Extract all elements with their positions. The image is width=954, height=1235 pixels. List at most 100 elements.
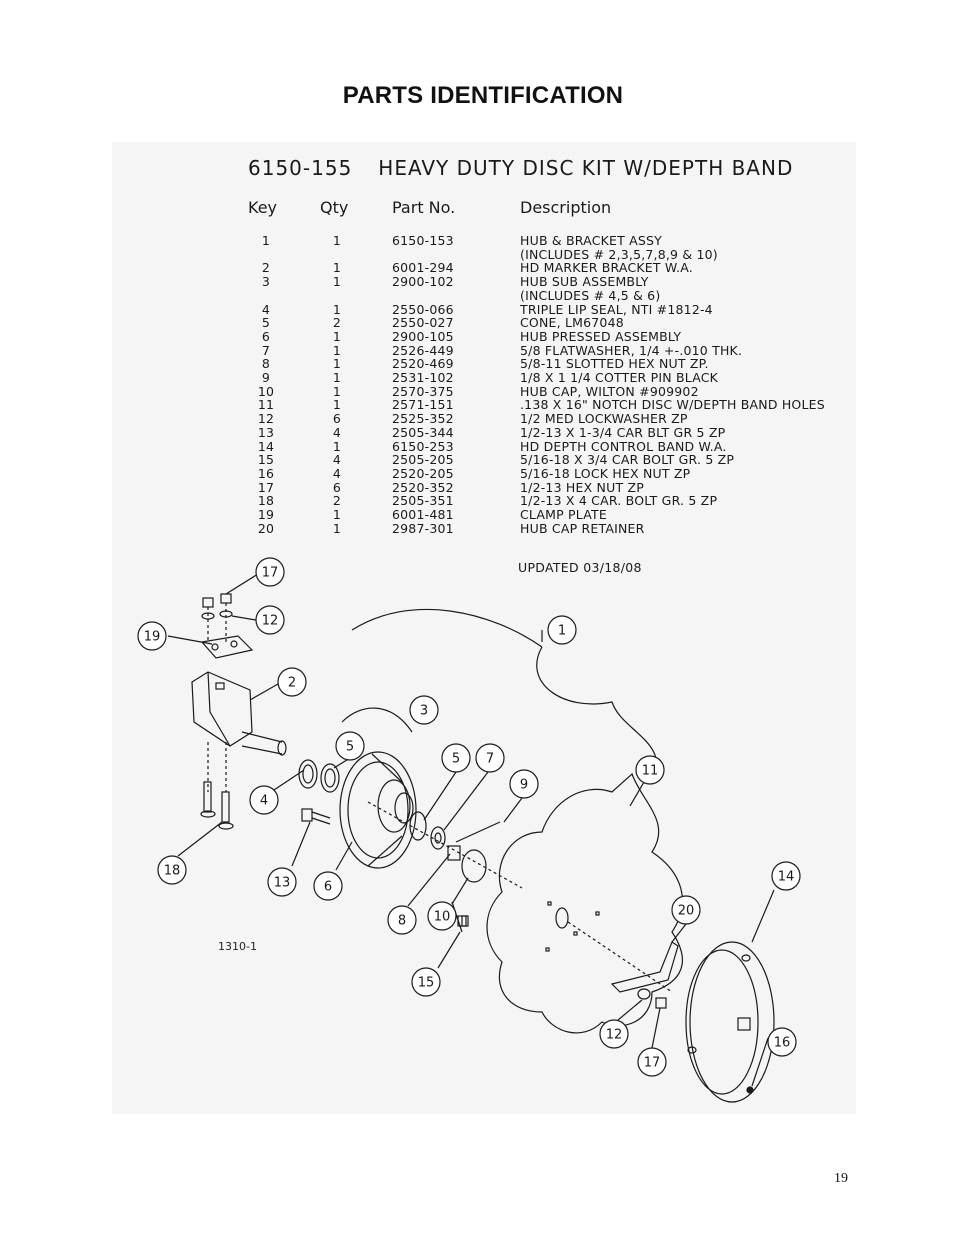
part-number-cell: 2987-301	[392, 520, 454, 536]
marker-bracket-shape	[191, 671, 287, 792]
callout-label: 14	[778, 870, 795, 885]
callout-label: 12	[262, 614, 279, 629]
callout-circle	[387, 905, 417, 935]
callout-label: 7	[486, 752, 494, 767]
key-cell: 16	[257, 465, 275, 481]
drawing-code: 1310-1	[218, 940, 257, 953]
band-hardware-shape	[637, 988, 667, 1009]
callout-label: 17	[644, 1056, 661, 1071]
callout-circle	[409, 695, 439, 725]
description-cell: .138 X 16" NOTCH DISC W/DEPTH BAND HOLES	[520, 397, 825, 413]
callout-circle	[277, 667, 307, 697]
callout-circle	[335, 731, 365, 761]
callout-label: 6	[324, 880, 332, 895]
key-cell: 13	[257, 424, 275, 440]
key-cell: 5	[261, 315, 271, 331]
description-cell: 5/16-18 X 3/4 CAR BOLT GR. 5 ZP	[520, 452, 735, 468]
header-qty: Qty	[320, 198, 349, 217]
callout-label: 5	[452, 752, 460, 767]
notch-disc-shape	[486, 772, 683, 1034]
description-cell: 1/2-13 X 4 CAR. BOLT GR. 5 ZP	[520, 493, 718, 509]
description-cell: 1/2 MED LOCKWASHER ZP	[520, 411, 688, 427]
callout-circle	[441, 743, 471, 773]
qty-cell: 1	[332, 233, 342, 248]
part-number-cell: 2505-205	[392, 452, 454, 468]
callout-label: 4	[260, 794, 268, 809]
part-number-cell: 2571-151	[392, 397, 454, 413]
kit-number: 6150-155	[248, 156, 353, 180]
description-cell: HUB PRESSED ASSEMBLY	[520, 328, 682, 344]
callout-circle	[255, 557, 285, 587]
part-number-cell: 6150-153	[392, 233, 454, 248]
part-number-cell: 2505-344	[392, 424, 454, 440]
key-cell: 4	[261, 301, 271, 317]
qty-cell: 1	[332, 438, 342, 454]
callout-circle	[547, 615, 577, 645]
qty-cell: 6	[332, 479, 342, 495]
band-bolt-shape	[461, 915, 469, 927]
callout-circle	[313, 871, 343, 901]
part-number-cell: 2505-351	[392, 493, 454, 509]
header-description: Description	[520, 198, 612, 217]
description-cell: HUB & BRACKET ASSY	[520, 233, 662, 248]
callout-label: 3	[420, 704, 428, 719]
callout-circle	[267, 867, 297, 897]
description-cell: 1/2-13 X 1-3/4 CAR BLT GR 5 ZP	[520, 424, 726, 440]
key-cell: 7	[261, 342, 271, 358]
part-number-cell: 2526-449	[392, 342, 454, 358]
qty-cell: 4	[332, 452, 342, 468]
description-cell: 5/8-11 SLOTTED HEX NUT ZP.	[520, 356, 709, 372]
callout-circle	[767, 1027, 797, 1057]
description-cell: HD MARKER BRACKET W.A.	[520, 260, 693, 276]
callout-circle	[771, 861, 801, 891]
key-cell: 17	[257, 479, 275, 495]
key-cell: 11	[257, 397, 275, 413]
part-number-cell: 2570-375	[392, 383, 454, 399]
callout-circle	[635, 755, 665, 785]
callout-circle	[137, 621, 167, 651]
callout-circle	[157, 855, 187, 885]
description-cell: CONE, LM67048	[520, 315, 624, 331]
callout-label: 20	[678, 904, 695, 919]
carriage-bolts-shape	[200, 781, 234, 830]
callout-label: 13	[274, 876, 291, 891]
key-cell: 8	[261, 356, 271, 372]
callout-label: 1	[558, 624, 566, 639]
callout-circle	[249, 785, 279, 815]
qty-cell: 1	[332, 507, 342, 522]
parts-sheet: 6150-155 HEAVY DUTY DISC KIT W/DEPTH BAND…	[112, 142, 856, 1114]
key-cell: 19	[257, 507, 275, 522]
part-number-cell: 2900-105	[392, 328, 454, 344]
header-key: Key	[248, 198, 278, 217]
key-cell: 14	[257, 438, 275, 454]
part-number-cell: 6150-253	[392, 438, 454, 454]
callout-circle	[427, 901, 457, 931]
key-cell: 6	[261, 328, 271, 344]
qty-cell: 1	[332, 260, 342, 276]
kit-name: HEAVY DUTY DISC KIT W/DEPTH BAND	[378, 156, 794, 180]
part-number-cell: 2525-352	[392, 411, 454, 427]
key-cell: 9	[261, 370, 271, 385]
part-number-cell: 2520-469	[392, 356, 454, 372]
updated-date: UPDATED 03/18/08	[518, 560, 642, 575]
table-row: (INCLUDES # 4,5 & 6)	[112, 288, 856, 303]
key-cell: 10	[257, 383, 275, 399]
callout-circle	[255, 605, 285, 635]
retainer-shape	[610, 941, 679, 993]
part-number-cell: 2520-352	[392, 479, 454, 495]
callout-circle	[411, 967, 441, 997]
part-number-cell: 2520-205	[392, 465, 454, 481]
callout-label: 10	[434, 910, 451, 925]
